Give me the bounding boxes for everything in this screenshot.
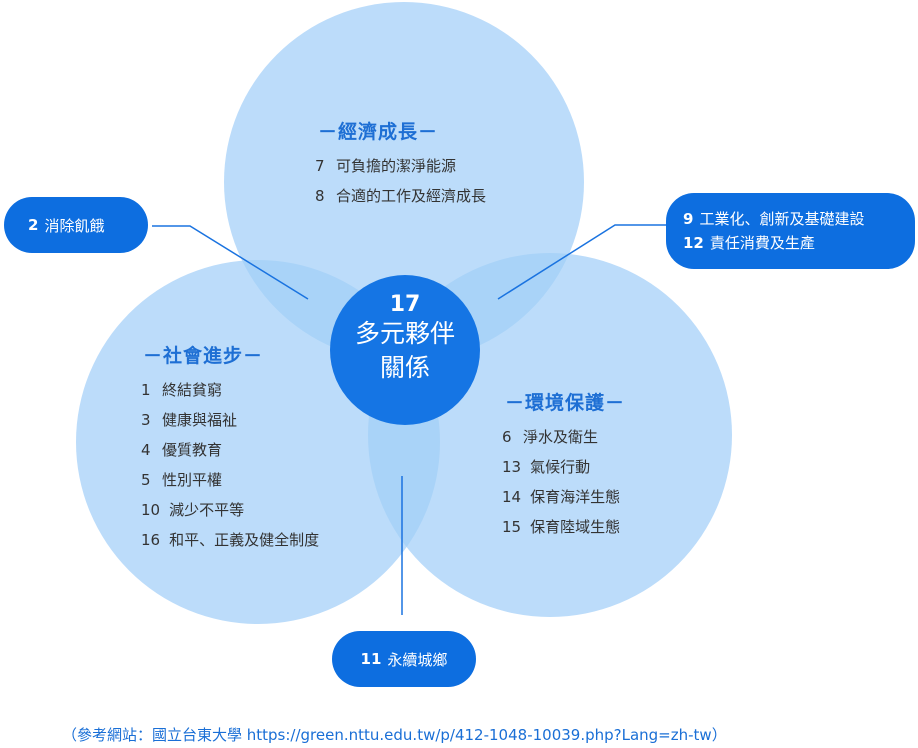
callout-hunger-num: 2	[28, 216, 39, 234]
callout-cities-num: 11	[360, 650, 382, 668]
environment-heading: －環境保護－	[505, 392, 626, 414]
callout-hunger: 2 消除飢餓	[4, 197, 148, 253]
source-reference: （參考網站：國立台東大學 https://green.nttu.edu.tw/p…	[62, 726, 727, 744]
callout-cities-text: 永續城鄉	[387, 650, 448, 669]
center-title-line2: 關係	[379, 353, 430, 382]
economy-heading: －經濟成長－	[318, 121, 439, 143]
callout-cities: 11 永續城鄉	[332, 631, 476, 687]
connector-hunger	[152, 225, 309, 300]
callout-hunger-text: 消除飢餓	[44, 216, 105, 235]
center-label: 17 多元夥伴 關係	[330, 282, 480, 385]
connector-industry	[497, 224, 668, 300]
center-circle	[330, 275, 480, 425]
center-number: 17	[389, 292, 421, 317]
society-heading: －社會進步－	[143, 345, 264, 367]
center-title-line1: 多元夥伴	[354, 319, 455, 348]
